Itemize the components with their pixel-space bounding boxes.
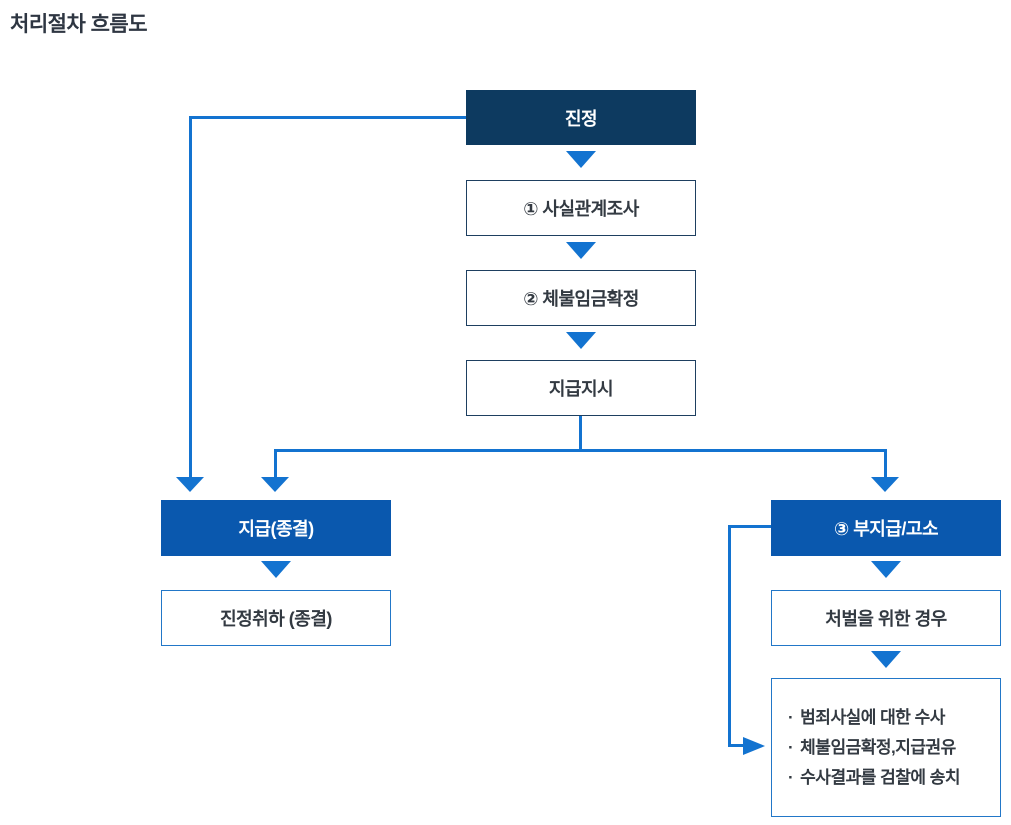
arrowhead-down-icon xyxy=(176,477,204,492)
arrow-down-icon xyxy=(566,242,596,259)
page-title: 처리절차 흐름도 xyxy=(10,13,148,36)
connector-petition-left-vertical xyxy=(189,116,192,478)
node-payment-order: 지급지시 xyxy=(466,360,696,416)
node-fact-investigation-label: ① 사실관계조사 xyxy=(523,199,639,219)
connector-hook-stub xyxy=(728,744,744,747)
node-investigation-details: · 범죄사실에 대한 수사 · 체불임금확정,지급권유 · 수사결과를 검찰에 … xyxy=(771,678,1001,817)
node-withdrawal-label: 진정취하 (종결) xyxy=(220,609,332,629)
node-punishment-case: 처벌을 위한 경우 xyxy=(771,590,1001,646)
connector-petition-left-horizontal xyxy=(190,116,466,119)
detail-item-label: 체불임금확정,지급권유 xyxy=(800,737,956,757)
list-item: · 범죄사실에 대한 수사 xyxy=(788,703,1000,733)
bullet-icon: · xyxy=(788,737,794,757)
node-payment-order-label: 지급지시 xyxy=(548,379,614,399)
arrow-down-icon xyxy=(566,151,596,168)
arrowhead-down-icon xyxy=(871,477,899,492)
arrowhead-right-icon xyxy=(743,737,765,755)
node-punishment-case-label: 처벌을 위한 경우 xyxy=(825,609,947,629)
node-wage-confirmation: ② 체불임금확정 xyxy=(466,270,696,326)
node-petition: 진정 xyxy=(466,90,696,145)
detail-item-label: 수사결과를 검찰에 송치 xyxy=(800,767,961,787)
connector-hook-vertical xyxy=(728,525,731,747)
arrowhead-down-icon xyxy=(261,477,289,492)
connector-branch-stem xyxy=(579,416,582,451)
node-withdrawal: 진정취하 (종결) xyxy=(161,590,391,646)
connector-hook-top xyxy=(728,525,771,528)
connector-branch-horizontal xyxy=(274,449,887,452)
detail-item-label: 범죄사실에 대한 수사 xyxy=(800,707,945,727)
arrow-down-icon xyxy=(871,561,901,578)
node-petition-label: 진정 xyxy=(564,108,598,129)
bullet-icon: · xyxy=(788,767,794,787)
connector-branch-right-drop xyxy=(884,449,887,478)
arrow-down-icon xyxy=(261,561,291,578)
node-fact-investigation: ① 사실관계조사 xyxy=(466,180,696,236)
arrow-down-icon xyxy=(871,651,901,668)
node-payment-closure: 지급(종결) xyxy=(161,500,391,556)
arrow-down-icon xyxy=(566,332,596,349)
node-wage-confirmation-label: ② 체불임금확정 xyxy=(523,289,639,309)
node-nonpayment-accusation: ③ 부지급/고소 xyxy=(771,500,1001,556)
list-item: · 수사결과를 검찰에 송치 xyxy=(788,763,1000,793)
node-payment-closure-label: 지급(종결) xyxy=(238,519,314,539)
connector-branch-left-drop xyxy=(274,449,277,478)
node-nonpayment-accusation-label: ③ 부지급/고소 xyxy=(833,519,939,539)
bullet-icon: · xyxy=(788,707,794,727)
list-item: · 체불임금확정,지급권유 xyxy=(788,733,1000,763)
